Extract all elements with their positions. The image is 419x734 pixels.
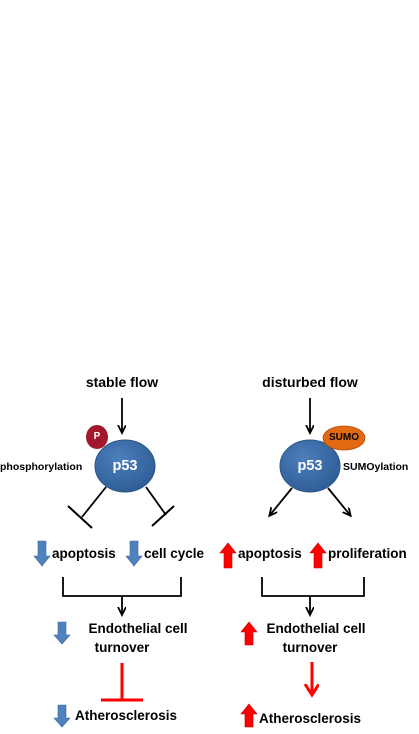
left-stimulus-label: stable flow <box>85 374 159 390</box>
right-turnover-line2: turnover <box>282 640 338 655</box>
left-merge-bracket <box>62 577 182 597</box>
right-effect-1: apoptosis <box>238 546 302 561</box>
up-arrow-icon <box>240 621 258 646</box>
right-p53-node <box>279 439 341 493</box>
right-activate-arrow-1 <box>270 487 293 515</box>
left-p53-node <box>94 439 156 493</box>
left-effect-2: cell cycle <box>144 546 205 561</box>
phosphorylation-badge-label: P <box>93 431 101 442</box>
right-stimulus-label: disturbed flow <box>262 374 358 390</box>
right-turnover-line1: Endothelial cell <box>266 621 366 636</box>
left-p53-label: p53 <box>112 458 138 474</box>
down-arrow-icon <box>53 621 71 645</box>
left-inhibit-bar-2 <box>151 505 175 527</box>
right-activate-arrow-2 <box>327 487 350 515</box>
sumo-badge <box>322 425 366 451</box>
up-arrow-icon <box>219 542 237 569</box>
up-arrow-icon <box>309 542 327 569</box>
phospho-badge <box>86 425 108 449</box>
left-effect-1: apoptosis <box>52 546 116 561</box>
left-inhibit-connector-1 <box>81 486 107 518</box>
left-modification-label: phosphorylation <box>0 461 83 473</box>
left-turnover-line1: Endothelial cell <box>88 621 188 636</box>
right-effect-2: proliferation <box>328 546 407 561</box>
down-arrow-icon <box>53 704 71 728</box>
right-merge-bracket <box>261 577 365 597</box>
down-arrow-icon <box>125 540 143 567</box>
right-modification-label: SUMOylation <box>343 461 409 473</box>
left-turnover-line2: turnover <box>94 640 150 655</box>
right-p53-label: p53 <box>297 458 323 474</box>
right-outcome-label: Atherosclerosis <box>259 711 362 726</box>
left-inhibit-connector-2 <box>145 486 167 516</box>
left-outcome-label: Atherosclerosis <box>75 708 178 723</box>
down-arrow-icon <box>33 540 51 567</box>
up-arrow-icon <box>240 703 258 728</box>
left-inhibit-bar-1 <box>67 505 93 529</box>
left-down-arrows <box>33 540 143 728</box>
sumo-badge-label: SUMO <box>329 432 359 443</box>
right-up-arrows <box>219 542 327 728</box>
